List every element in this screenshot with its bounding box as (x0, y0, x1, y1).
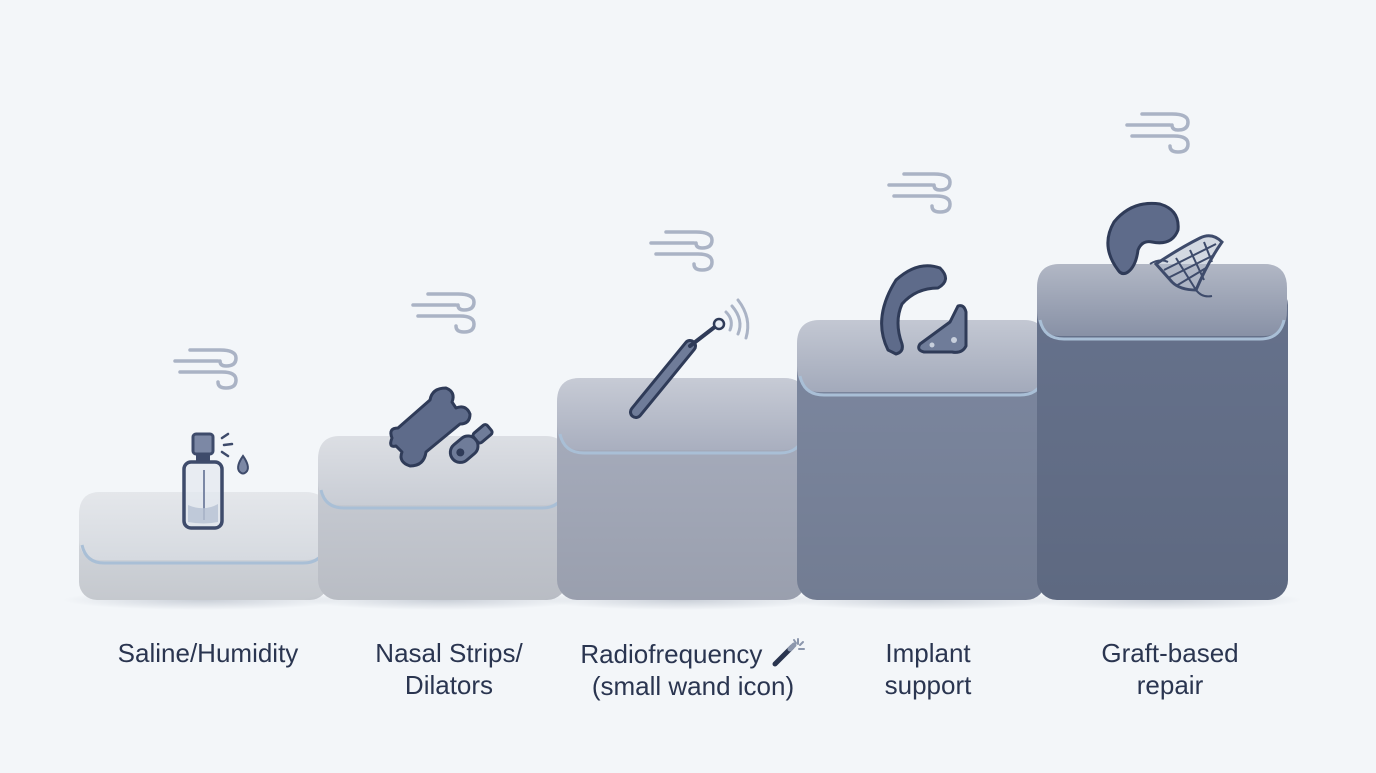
block-top-highlight (557, 378, 806, 450)
label-saline: Saline/Humidity (78, 637, 338, 669)
airflow-icon (411, 292, 476, 334)
label-line: Graft-based (1101, 638, 1239, 668)
graft-mesh-icon (1106, 201, 1224, 298)
implant-icon (880, 264, 968, 356)
label-line: Dilators (404, 670, 494, 700)
radiofrequency-wand-icon (629, 298, 750, 419)
step-implant (782, 172, 1062, 610)
block-top-highlight (797, 320, 1046, 392)
step-graft (1022, 112, 1302, 610)
label-rf: Radiofrequency (small wand icon) (563, 637, 823, 702)
airflow-icon (649, 230, 714, 272)
label-line: Saline/Humidity (117, 638, 299, 668)
block-top-highlight (1037, 264, 1287, 336)
magic-wand-icon (772, 638, 805, 667)
step-saline (63, 348, 343, 610)
block-shade (1037, 285, 1288, 600)
label-line: (small wand icon) (591, 671, 795, 701)
label-line: Implant (885, 638, 971, 668)
step-strips (303, 292, 583, 610)
block-shade (797, 340, 1046, 600)
label-strips: Nasal Strips/ Dilators (319, 637, 579, 701)
label-graft: Graft-based repair (1040, 637, 1300, 701)
airflow-icon (887, 172, 952, 214)
label-line: Nasal Strips/ (375, 638, 523, 668)
block-top-highlight (318, 436, 567, 505)
label-line: Radiofrequency (563, 637, 823, 670)
spray-bottle-icon (182, 432, 249, 530)
airflow-icon (173, 348, 238, 390)
label-line: support (884, 670, 972, 700)
block-rim (1038, 319, 1286, 341)
label-text: Radiofrequency (580, 639, 763, 669)
step-rf (542, 230, 822, 610)
airflow-icon (1125, 112, 1190, 154)
label-implant: Implant support (798, 637, 1058, 701)
nasal-strip-dilator-icon (389, 386, 494, 468)
label-line: repair (1136, 670, 1204, 700)
